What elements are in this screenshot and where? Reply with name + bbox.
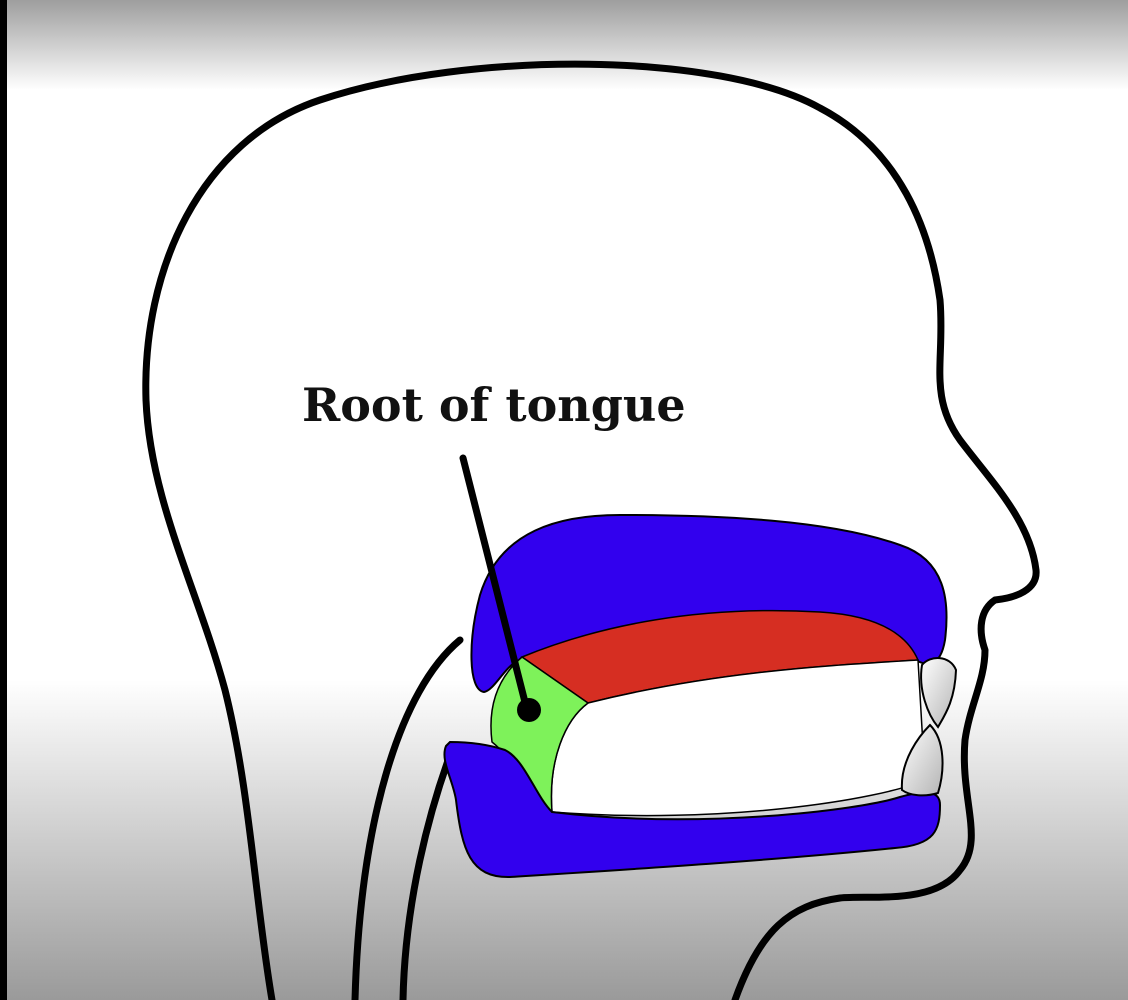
upper-tooth bbox=[920, 657, 958, 729]
pharynx-back-wall bbox=[351, 636, 464, 1000]
pharynx-front-wall bbox=[399, 751, 454, 1000]
pointer-line bbox=[459, 454, 531, 714]
head-outline bbox=[142, 60, 1040, 1000]
root-of-tongue-label: Root of tongue bbox=[302, 378, 686, 432]
lower-tooth bbox=[900, 723, 944, 797]
pointer-dot bbox=[517, 698, 541, 722]
lower-jaw bbox=[443, 740, 942, 879]
left-border bbox=[0, 0, 7, 1000]
